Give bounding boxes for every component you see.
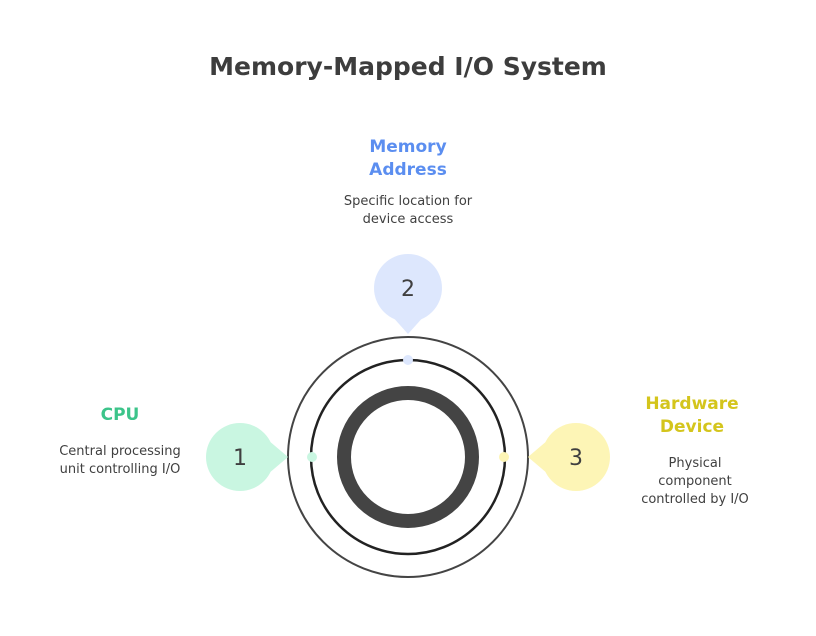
hardware-device-heading: Hardware Device bbox=[645, 394, 739, 437]
diagram-title: Memory-Mapped I/O System bbox=[209, 52, 607, 81]
cpu-heading: CPU bbox=[100, 405, 140, 425]
memory-address-description: Specific location for device access bbox=[343, 194, 473, 227]
node-1-number: 1 bbox=[233, 446, 247, 471]
node-3-number: 3 bbox=[569, 446, 583, 471]
hardware-device-description: Physical component controlled by I/O bbox=[641, 456, 749, 507]
node-1-bubble: 1 bbox=[206, 423, 288, 491]
node-3-bubble: 3 bbox=[528, 423, 610, 491]
node-2-number: 2 bbox=[401, 277, 415, 302]
inner-thick-ring bbox=[337, 386, 479, 528]
node-3-dot bbox=[499, 452, 509, 462]
node-1-dot bbox=[307, 452, 317, 462]
outer-ring bbox=[287, 336, 529, 578]
cpu-description: Central processing unit controlling I/O bbox=[59, 444, 181, 477]
node-2-dot bbox=[403, 355, 413, 365]
node-2-bubble: 2 bbox=[374, 254, 442, 334]
memory-address-heading: Memory Address bbox=[369, 137, 447, 180]
